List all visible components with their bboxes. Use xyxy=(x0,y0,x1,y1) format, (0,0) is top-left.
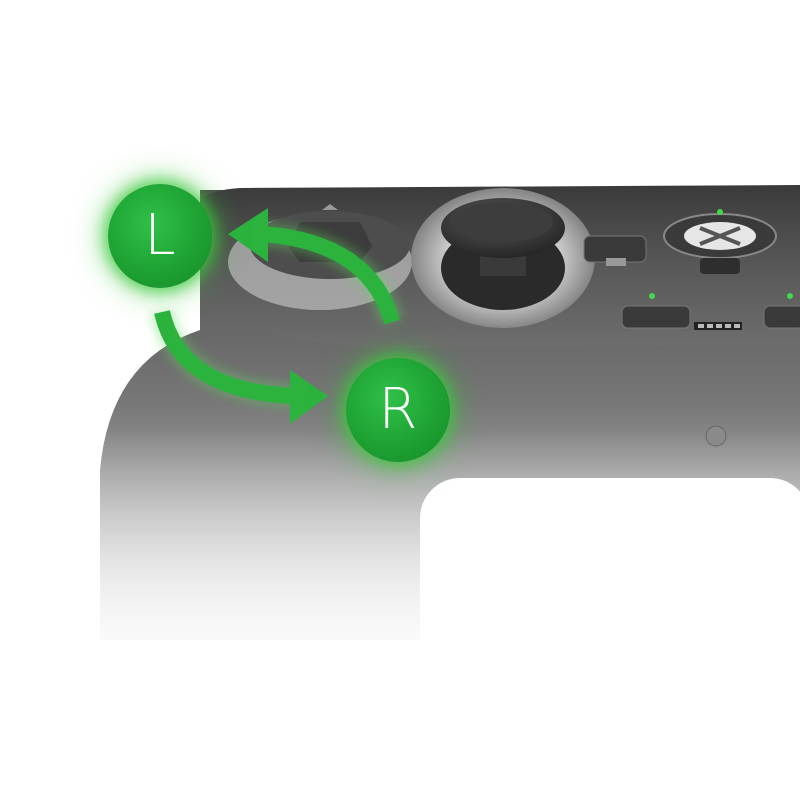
right-badge: R xyxy=(346,358,450,462)
xbox-logo-icon xyxy=(663,213,777,259)
speaker-grille-icon xyxy=(694,322,742,330)
led-indicator-right xyxy=(787,293,793,299)
thumbstick-icon xyxy=(411,188,595,328)
led-indicator-icon xyxy=(717,209,723,215)
headset-jack-icon xyxy=(705,425,727,447)
left-badge-label: L xyxy=(144,203,176,268)
view-button-icon xyxy=(583,235,647,266)
center-small-button xyxy=(700,258,740,274)
curved-arrow-up-left-icon xyxy=(228,208,404,326)
led-indicator-left xyxy=(649,293,655,299)
left-badge: L xyxy=(108,184,212,288)
menu-button-right xyxy=(763,305,800,329)
bottom-white-area xyxy=(0,640,800,800)
right-badge-label: R xyxy=(378,377,418,442)
curved-arrow-down-right-icon xyxy=(150,308,328,424)
share-button-icon xyxy=(621,305,691,329)
